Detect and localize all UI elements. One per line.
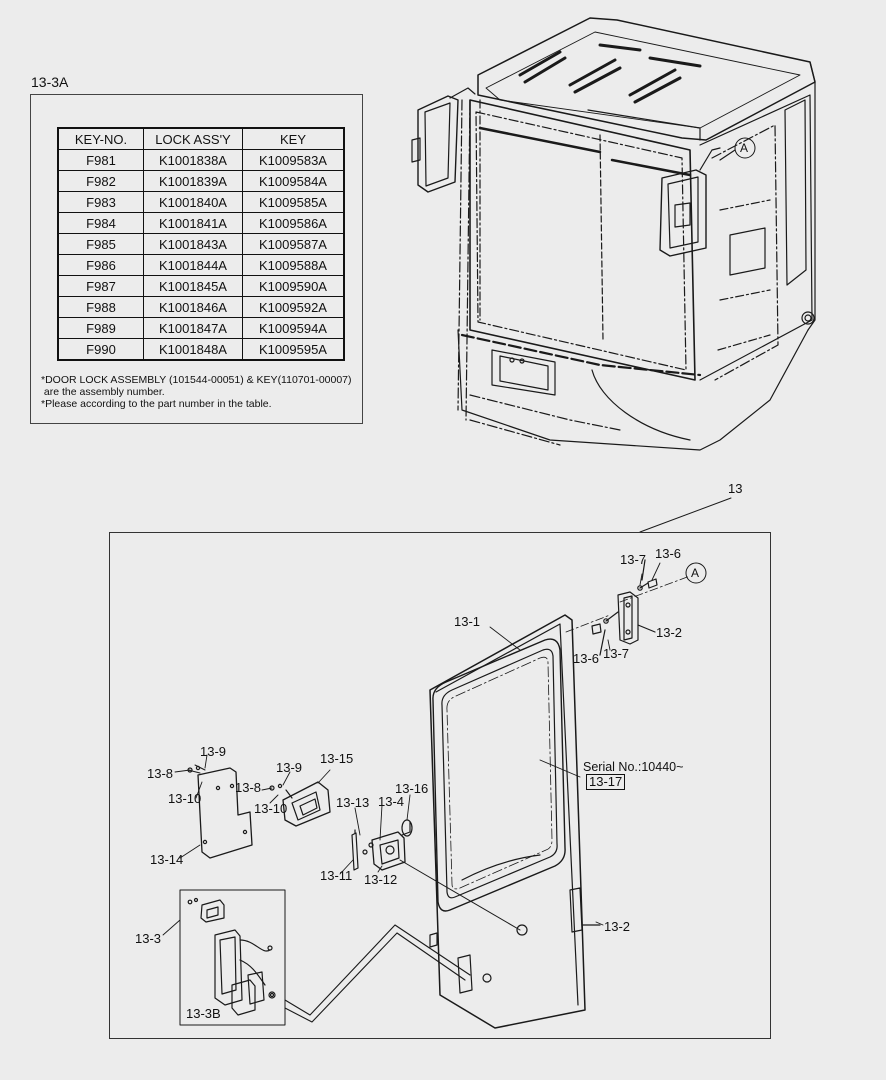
callout-13-2-top: 13-2 — [656, 625, 683, 640]
cell-key: K1009595A — [242, 338, 345, 361]
callout-13-8-mid: 13-8 — [235, 780, 262, 795]
latch-cable-a — [284, 924, 471, 1016]
callout-13-12: 13-12 — [364, 872, 398, 887]
inset-title: 13-3A — [31, 74, 69, 90]
cell-key: K1009586A — [242, 212, 345, 234]
cell-key: K1009594A — [242, 317, 345, 339]
cab-illustration — [411, 17, 816, 451]
callout-a-top: A — [740, 141, 749, 155]
callout-13-15: 13-15 — [320, 751, 354, 766]
callout-13-6-top: 13-6 — [655, 546, 682, 561]
cell-key-no: F989 — [57, 317, 144, 339]
cell-lock-assy: K1001847A — [143, 317, 243, 339]
callout-13-4: 13-4 — [378, 794, 405, 809]
cell-lock-assy: K1001839A — [143, 170, 243, 192]
callout-13-16: 13-16 — [395, 781, 429, 796]
callout-13-10-mid: 13-10 — [254, 801, 288, 816]
cell-lock-assy: K1001843A — [143, 233, 243, 255]
callout-13-1: 13-1 — [454, 614, 481, 629]
callout-13-7-mid: 13-7 — [603, 646, 630, 661]
header-lock-assy: LOCK ASS'Y — [143, 127, 243, 150]
latch-box — [179, 889, 286, 1026]
cell-key: K1009588A — [242, 254, 345, 276]
cell-key-no: F988 — [57, 296, 144, 318]
cell-key-no: F983 — [57, 191, 144, 213]
callout-13-8-left: 13-8 — [147, 766, 174, 781]
cell-key: K1009592A — [242, 296, 345, 318]
door-illustration — [429, 614, 601, 1029]
callout-13-10-left: 13-10 — [168, 791, 202, 806]
callout-13-6-mid: 13-6 — [573, 651, 600, 666]
cell-key-no: F981 — [57, 149, 144, 171]
cell-key: K1009584A — [242, 170, 345, 192]
callout-13-3b: 13-3B — [186, 1006, 221, 1021]
callout-13-3: 13-3 — [135, 931, 162, 946]
cell-lock-assy: K1001844A — [143, 254, 243, 276]
cell-lock-assy: K1001848A — [143, 338, 243, 361]
note-line-1: *DOOR LOCK ASSEMBLY (101544-00051) & KEY… — [41, 374, 352, 386]
note-line-3: *Please according to the part number in … — [41, 398, 272, 410]
callout-13-7-top: 13-7 — [620, 552, 647, 567]
hinge-top — [565, 559, 691, 656]
header-key-no: KEY-NO. — [57, 127, 144, 150]
callout-a-top-circle — [734, 137, 756, 159]
latch-assembly — [187, 897, 276, 1016]
cell-key-no: F990 — [57, 338, 144, 361]
header-key: KEY — [242, 127, 345, 150]
callout-13-9-left: 13-9 — [200, 744, 227, 759]
callout-13-9-mid: 13-9 — [276, 760, 303, 775]
callout-13-13: 13-13 — [336, 795, 370, 810]
door-detail-frame — [109, 532, 771, 1039]
latch-cable-b — [284, 932, 466, 1023]
cell-key: K1009587A — [242, 233, 345, 255]
lock-assembly — [351, 819, 521, 931]
callout-a-detail-circle — [685, 562, 707, 584]
cell-key: K1009583A — [242, 149, 345, 171]
callout-13-2-bottom: 13-2 — [604, 919, 631, 934]
callout-13-11: 13-11 — [320, 868, 353, 883]
cell-key-no: F984 — [57, 212, 144, 234]
cell-key: K1009585A — [242, 191, 345, 213]
cell-lock-assy: K1001840A — [143, 191, 243, 213]
cell-key: K1009590A — [242, 275, 345, 297]
cell-lock-assy: K1001845A — [143, 275, 243, 297]
serial-number: Serial No.:10440~ — [583, 760, 684, 774]
cell-key-no: F982 — [57, 170, 144, 192]
callout-a-detail: A — [691, 566, 700, 580]
cell-key-no: F985 — [57, 233, 144, 255]
callout-13-17: 13-17 — [586, 774, 626, 790]
cell-lock-assy: K1001846A — [143, 296, 243, 318]
key-table-header-row: KEY-NO. LOCK ASS'Y KEY — [57, 127, 345, 150]
callout-13: 13 — [728, 481, 743, 496]
inner-handle — [269, 781, 331, 827]
inner-handle-plate — [187, 764, 253, 859]
cell-lock-assy: K1001838A — [143, 149, 243, 171]
note-line-2: are the assembly number. — [41, 386, 165, 398]
cell-lock-assy: K1001841A — [143, 212, 243, 234]
callout-13-14: 13-14 — [150, 852, 184, 867]
cell-key-no: F986 — [57, 254, 144, 276]
leader-lines — [162, 562, 661, 936]
cell-key-no: F987 — [57, 275, 144, 297]
